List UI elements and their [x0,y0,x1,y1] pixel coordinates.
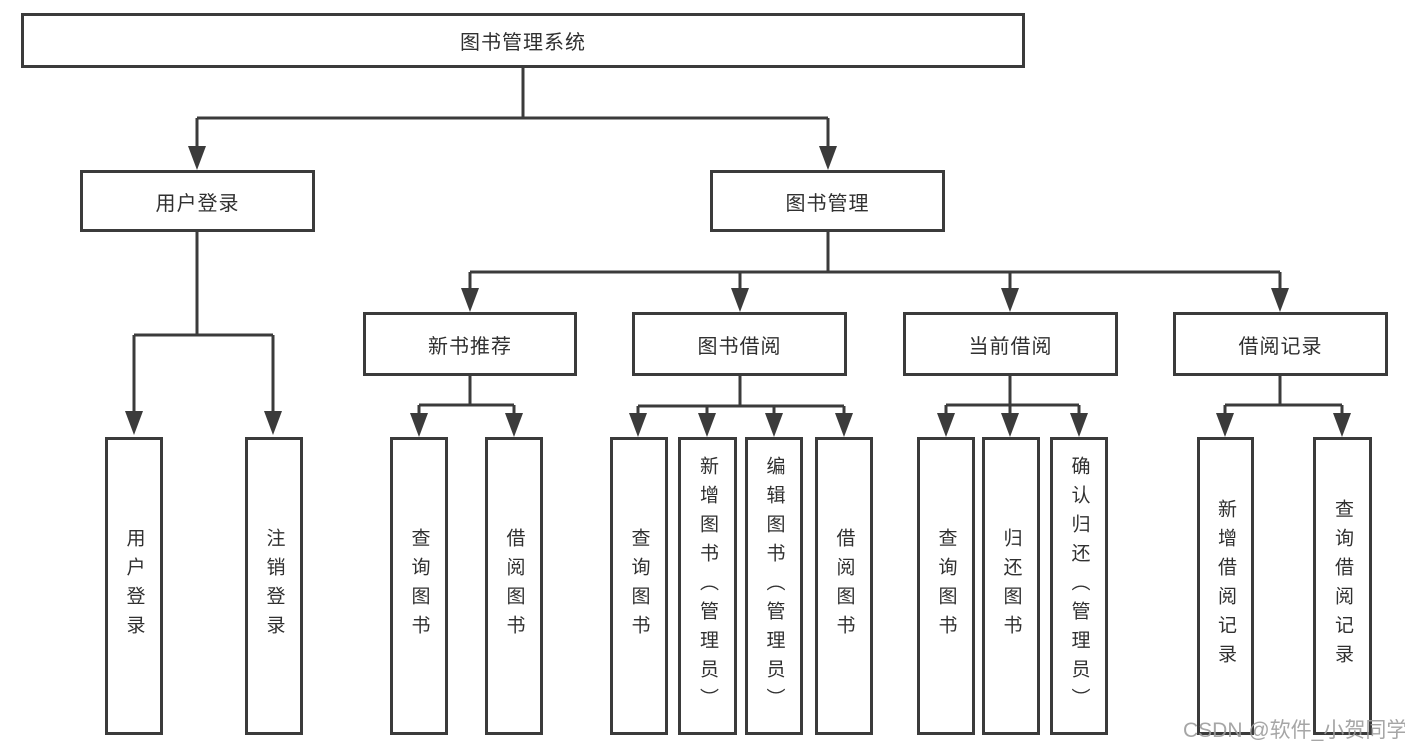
node-label: 用户登录 [155,192,240,215]
node-label: 借阅记录 [1238,335,1323,358]
leaf-label: 注销登录 [263,528,285,644]
leaf-label: 用户登录 [123,528,145,644]
leaf-label: 查询图书 [408,528,430,644]
leaf-logout: 注销登录 [245,437,303,735]
leaf-label: 新增借阅记录 [1215,499,1236,673]
leaf-label: 编辑图书（管理员） [763,455,785,717]
leaf-query-books-recommend: 查询图书 [390,437,448,735]
node-book-borrow: 图书借阅 [632,312,847,376]
leaf-edit-books-admin: 编辑图书（管理员） [745,437,803,735]
leaf-confirm-return-admin: 确认归还（管理员） [1050,437,1108,735]
leaf-label: 新增图书（管理员） [697,455,718,717]
leaf-label: 借阅图书 [503,528,525,644]
leaf-query-borrow-record: 查询借阅记录 [1313,437,1372,735]
leaf-label: 借阅图书 [833,528,855,644]
leaf-user-login: 用户登录 [105,437,163,735]
node-label: 当前借阅 [968,335,1053,358]
arrowheads [125,146,1351,437]
node-book-management: 图书管理 [710,170,945,232]
node-current-borrow: 当前借阅 [903,312,1118,376]
node-user-login: 用户登录 [80,170,315,232]
node-new-book-recommend: 新书推荐 [363,312,577,376]
leaf-label: 确认归还（管理员） [1068,455,1090,717]
node-root-label: 图书管理系统 [460,32,586,54]
csdn-watermark: CSDN @软件_小贺同学 [1183,719,1405,742]
leaf-label: 查询图书 [935,528,957,644]
node-borrow-records: 借阅记录 [1173,312,1388,376]
leaf-return-books: 归还图书 [982,437,1040,735]
node-label: 图书管理 [785,192,870,215]
node-label: 新书推荐 [428,335,512,358]
leaf-add-books-admin: 新增图书（管理员） [678,437,737,735]
leaf-label: 查询借阅记录 [1332,499,1353,673]
leaf-borrow-books-recommend: 借阅图书 [485,437,543,735]
leaf-label: 归还图书 [1000,528,1022,644]
node-root: 图书管理系统 [21,13,1025,68]
leaf-add-borrow-record: 新增借阅记录 [1197,437,1254,735]
leaf-query-books-borrow: 查询图书 [610,437,668,735]
leaf-borrow-books: 借阅图书 [815,437,873,735]
node-label: 图书借阅 [697,335,782,358]
leaf-query-books-current: 查询图书 [917,437,975,735]
leaf-label: 查询图书 [628,528,650,644]
